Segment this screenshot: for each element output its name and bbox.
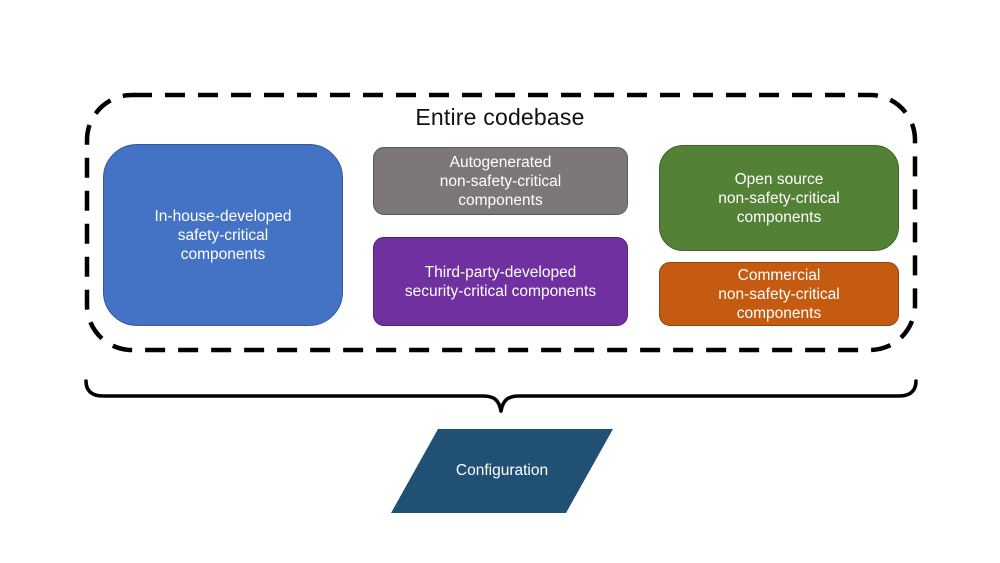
box-open-source-non-safety-critical: Open source non-safety-critical componen… [659,145,899,251]
box-text-line: non-safety-critical [439,172,562,190]
box-text-line: components [458,191,543,209]
diagram-title: Entire codebase [415,104,585,130]
box-text-line: non-safety-critical [718,189,840,207]
box-text-line: security-critical components [404,282,597,300]
configuration-parallelogram [391,429,613,513]
box-text-line: non-safety-critical [718,285,840,303]
box-text-line: components [736,304,822,322]
box-text-line: Autogenerated [449,153,552,171]
box-third-party-security-critical: Third-party-developed security-critical … [373,237,628,326]
box-text-line: components [736,208,822,226]
box-text-line: components [180,245,266,263]
box-text-line: Commercial [737,266,821,284]
box-text-line: Open source [734,170,824,188]
box-autogenerated-non-safety-critical: Autogenerated non-safety-critical compon… [373,147,628,215]
box-text-line: Third-party-developed [424,263,577,281]
configuration-label: Configuration [455,462,549,479]
brace-down [84,379,918,413]
box-commercial-non-safety-critical: Commercial non-safety-critical component… [659,262,899,326]
box-text-line: In-house-developed [154,207,292,225]
codebase-boundary-dashed-rect [84,92,918,353]
box-text-line: safety-critical [177,226,269,244]
box-in-house-safety-critical: In-house-developed safety-critical compo… [103,144,343,326]
